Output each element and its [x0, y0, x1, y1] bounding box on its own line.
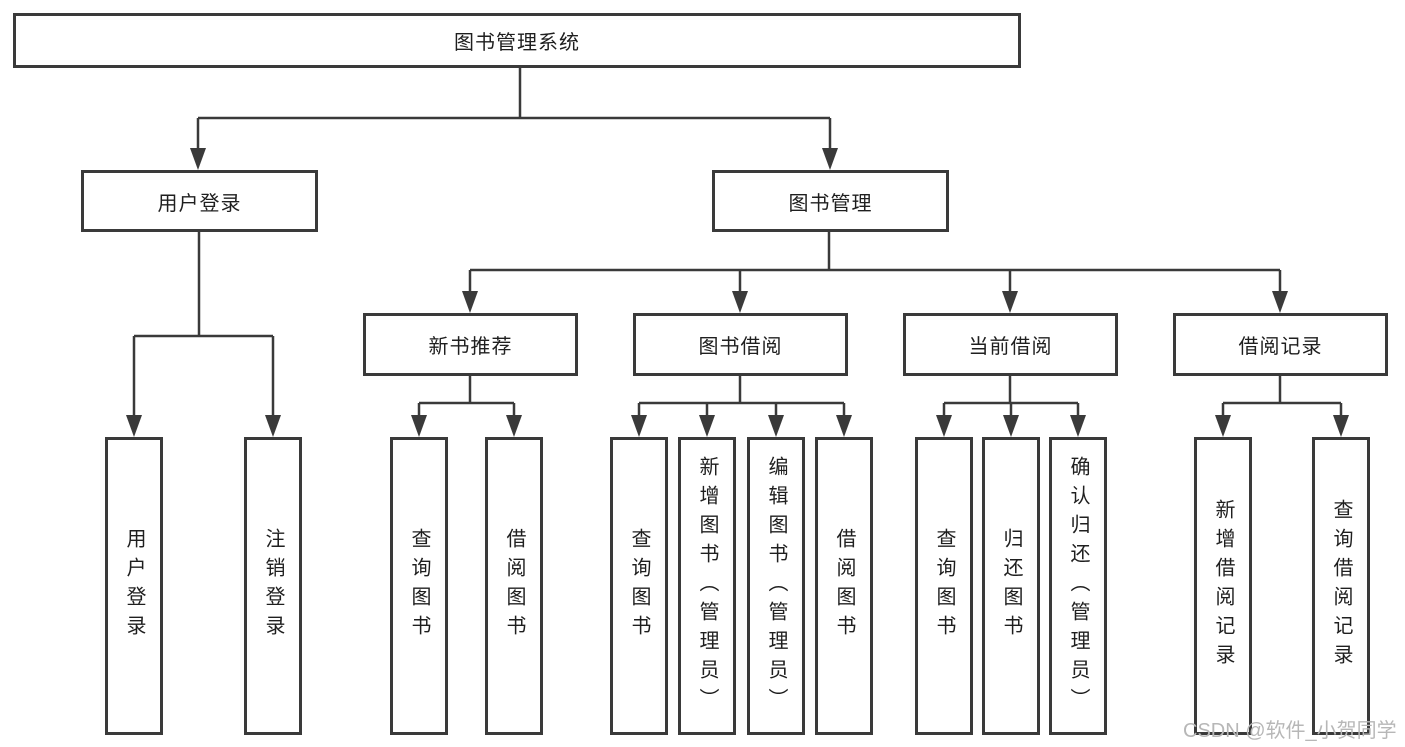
- node-book-management: 图书管理: [712, 170, 949, 232]
- leaf-borrow-books-recommend-label: 借阅图书: [503, 528, 525, 644]
- leaf-logout-login: 注销登录: [244, 437, 302, 735]
- node-borrowing-records-label: 借阅记录: [1238, 336, 1323, 358]
- leaf-query-books-recommend-label: 查询图书: [408, 528, 430, 644]
- node-book-management-label: 图书管理: [788, 192, 873, 215]
- leaf-edit-books-admin: 编辑图书（管理员）: [747, 437, 805, 735]
- leaf-borrow-books-borrowing-label: 借阅图书: [833, 528, 855, 644]
- node-book-borrowing: 图书借阅: [633, 313, 848, 376]
- leaf-query-books-borrowing-label: 查询图书: [628, 528, 650, 644]
- node-book-borrowing-label: 图书借阅: [698, 336, 783, 358]
- leaf-add-borrow-record-label: 新增借阅记录: [1212, 499, 1234, 673]
- leaf-confirm-return-admin: 确认归还（管理员）: [1049, 437, 1107, 735]
- leaf-query-borrow-record-label: 查询借阅记录: [1330, 499, 1352, 673]
- node-user-login-label: 用户登录: [157, 192, 242, 215]
- node-new-book-recommendation: 新书推荐: [363, 313, 578, 376]
- leaf-borrow-books-recommend: 借阅图书: [485, 437, 543, 735]
- node-borrowing-records: 借阅记录: [1173, 313, 1388, 376]
- leaf-confirm-return-admin-label: 确认归还（管理员）: [1067, 455, 1089, 717]
- leaf-query-books-current-label: 查询图书: [933, 528, 955, 644]
- leaf-add-borrow-record: 新增借阅记录: [1194, 437, 1252, 735]
- leaf-edit-books-admin-label: 编辑图书（管理员）: [765, 455, 787, 717]
- leaf-borrow-books-borrowing: 借阅图书: [815, 437, 873, 735]
- leaf-return-books: 归还图书: [982, 437, 1040, 735]
- leaf-return-books-label: 归还图书: [1000, 528, 1022, 644]
- leaf-query-borrow-record: 查询借阅记录: [1312, 437, 1370, 735]
- node-library-system-label: 图书管理系统: [454, 32, 580, 54]
- node-library-system: 图书管理系统: [13, 13, 1021, 68]
- leaf-user-login-label: 用户登录: [123, 528, 145, 644]
- leaf-add-books-admin-label: 新增图书（管理员）: [696, 455, 718, 717]
- leaf-query-books-current: 查询图书: [915, 437, 973, 735]
- leaf-query-books-recommend: 查询图书: [390, 437, 448, 735]
- leaf-query-books-borrowing: 查询图书: [610, 437, 668, 735]
- node-user-login: 用户登录: [81, 170, 318, 232]
- leaf-user-login: 用户登录: [105, 437, 163, 735]
- watermark: CSDN @软件_小贺同学: [1183, 720, 1397, 742]
- leaf-add-books-admin: 新增图书（管理员）: [678, 437, 736, 735]
- leaf-logout-login-label: 注销登录: [262, 528, 284, 644]
- node-new-book-recommendation-label: 新书推荐: [428, 336, 513, 358]
- node-current-borrowing-label: 当前借阅: [968, 336, 1053, 358]
- node-current-borrowing: 当前借阅: [903, 313, 1118, 376]
